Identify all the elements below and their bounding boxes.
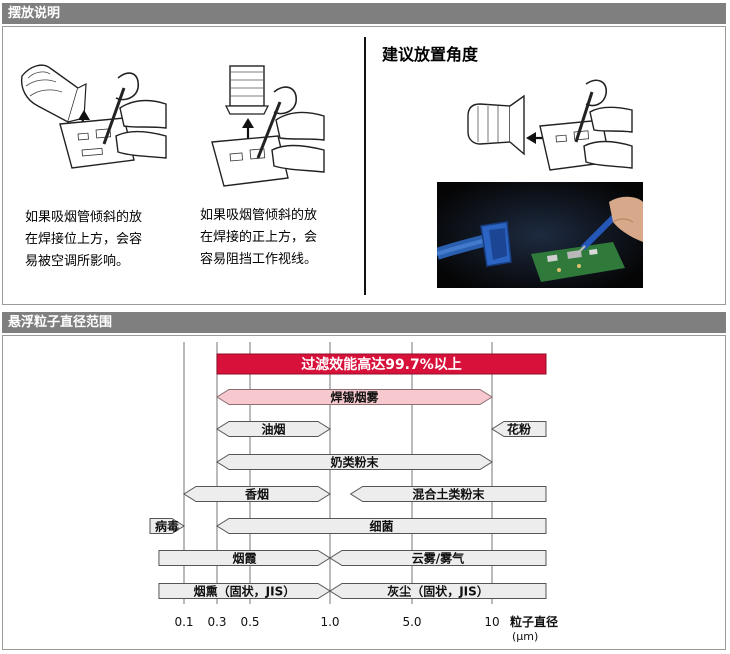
range-bar bbox=[216, 421, 331, 437]
caption-tilted-duct: 如果吸烟管倾斜的放 在焊接位上方，会容 易被空调所影响。 bbox=[25, 210, 143, 269]
range-bar bbox=[329, 583, 547, 599]
range-bar-label: 细菌 bbox=[369, 518, 393, 533]
x-axis-unit: (μm) bbox=[512, 630, 538, 643]
recommend-title: 建议放置角度 bbox=[382, 45, 479, 64]
illustration-overhead-duct bbox=[211, 65, 325, 187]
range-bar-label: 云雾/雾气 bbox=[412, 550, 464, 565]
range-bar bbox=[349, 486, 547, 502]
section-title: 悬浮粒子直径范围 bbox=[8, 315, 113, 330]
range-bar bbox=[491, 421, 547, 437]
range-bar-label: 灰尘（固状，JIS） bbox=[387, 583, 489, 598]
illustration-recommended-angle bbox=[467, 79, 633, 171]
range-bar-label: 过滤效能高达99.7%以上 bbox=[301, 356, 462, 373]
x-tick-label: 1.0 bbox=[320, 615, 339, 629]
range-bar bbox=[183, 486, 331, 502]
x-tick-label: 10 bbox=[484, 615, 499, 629]
range-bar bbox=[216, 454, 493, 470]
vertical-divider bbox=[364, 37, 366, 295]
product-photo bbox=[437, 182, 643, 288]
illustration-tilted-duct bbox=[20, 64, 167, 169]
x-tick-label: 0.3 bbox=[207, 615, 226, 629]
range-bar bbox=[216, 518, 547, 534]
section-header-placement: 摆放说明 bbox=[2, 3, 726, 24]
range-bar bbox=[329, 550, 547, 566]
range-bar-label: 奶类粉末 bbox=[330, 454, 379, 469]
x-axis-label: 粒子直径 bbox=[510, 614, 558, 629]
range-bar-label: 混合土类粉末 bbox=[412, 486, 485, 501]
range-bar-label: 烟熏（固状，JIS） bbox=[194, 583, 296, 598]
range-bar bbox=[158, 550, 331, 566]
x-tick-label: 0.5 bbox=[240, 615, 259, 629]
range-bar bbox=[216, 353, 547, 375]
section-title: 摆放说明 bbox=[8, 6, 61, 21]
x-tick-label: 0.1 bbox=[174, 615, 193, 629]
range-bar-label: 病毒 bbox=[155, 518, 179, 533]
caption-overhead-duct: 如果吸烟管倾斜的放 在焊接的正上方，会 容易阻挡工作视线。 bbox=[200, 208, 318, 267]
x-tick-label: 5.0 bbox=[402, 615, 421, 629]
range-bar bbox=[158, 583, 331, 599]
section-header-particle-range: 悬浮粒子直径范围 bbox=[2, 312, 726, 333]
range-bar-label: 油烟 bbox=[261, 421, 285, 436]
range-bar-label: 烟霞 bbox=[232, 551, 257, 565]
range-bar bbox=[149, 518, 185, 534]
range-bar-label: 香烟 bbox=[244, 486, 269, 501]
range-bar-label: 花粉 bbox=[507, 421, 531, 436]
range-bar bbox=[216, 389, 493, 405]
range-bar-label: 焊锡烟雾 bbox=[330, 389, 379, 404]
